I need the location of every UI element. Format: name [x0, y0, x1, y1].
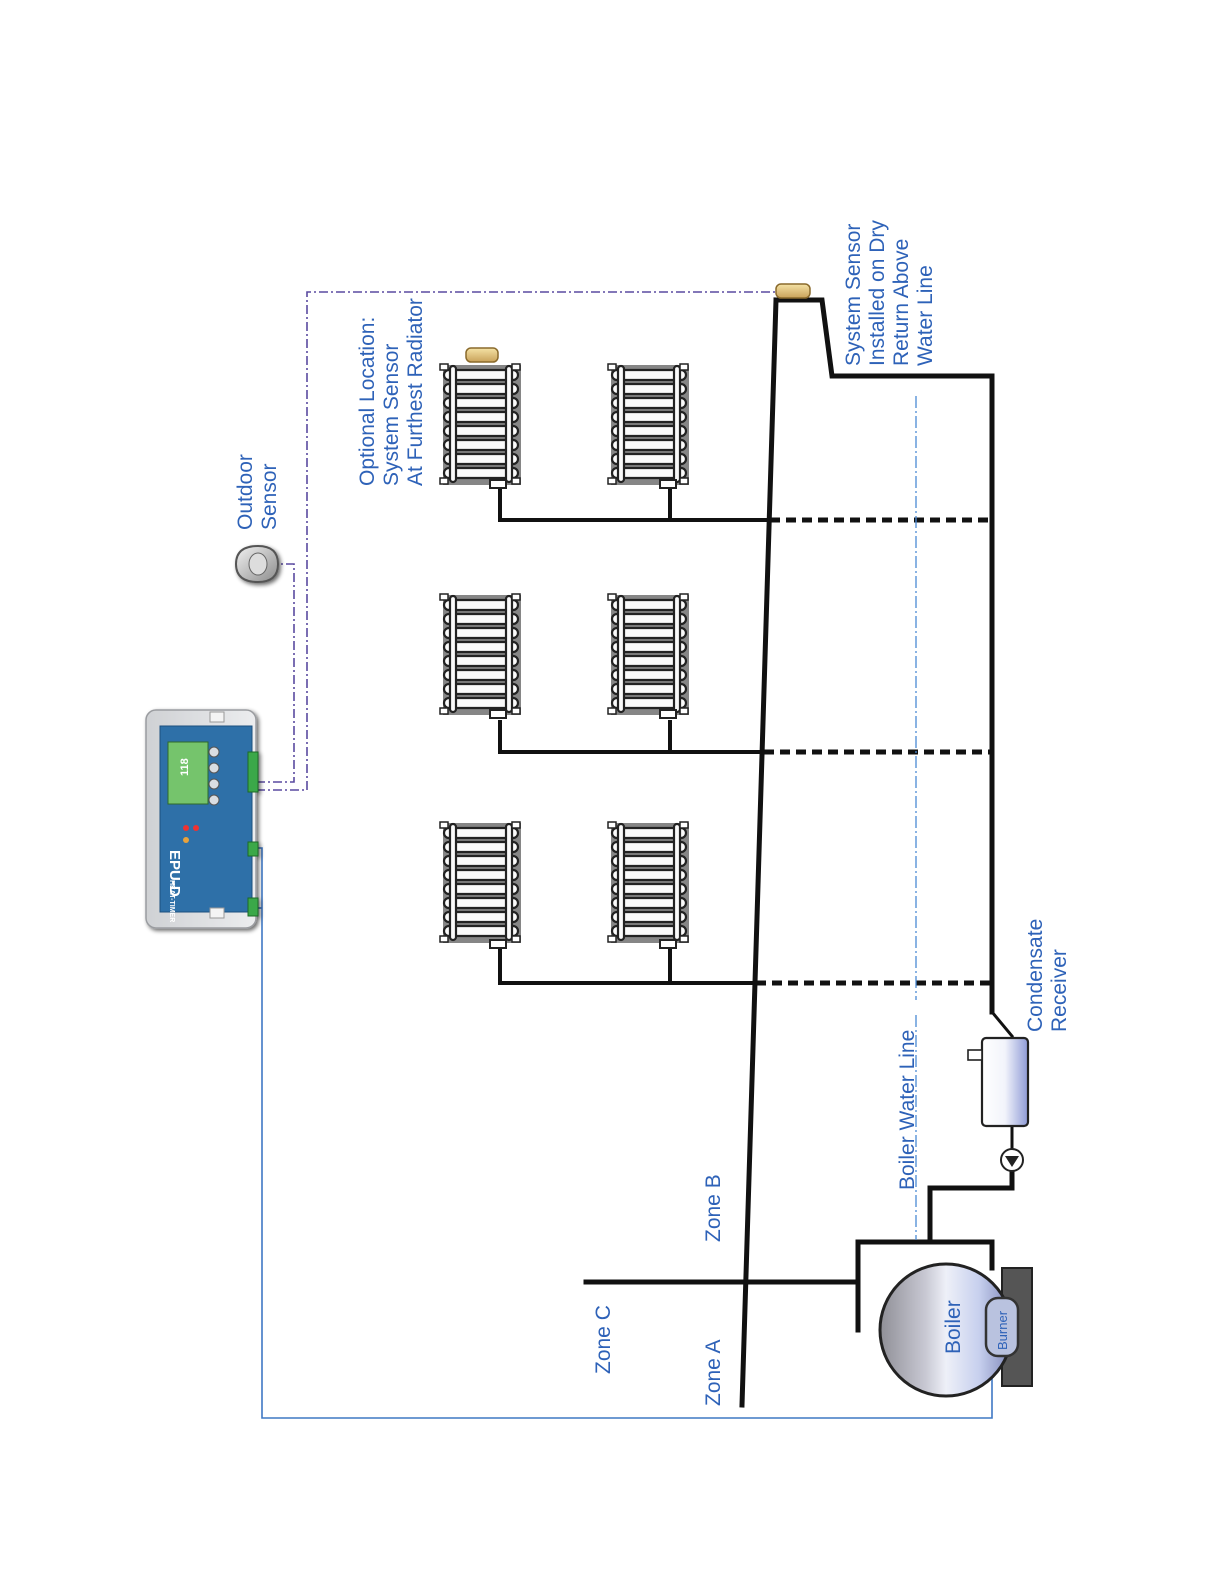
condensate-receiver-label: Condensate Receiver: [1024, 913, 1071, 1032]
controller-button-4[interactable]: [209, 795, 219, 805]
zone-b-label: Zone B: [702, 1174, 725, 1242]
controller-button-1[interactable]: [209, 747, 219, 757]
outdoor-sensor-icon: [236, 546, 278, 582]
controller-terminal-sensor: [248, 752, 258, 792]
outdoor-sensor-label: Outdoor Sensor: [234, 448, 281, 530]
radiator-top-left: [440, 364, 521, 485]
controller-display-value: 118: [179, 758, 191, 776]
radiator-bot-right: [608, 822, 689, 943]
controller-terminal-output: [248, 842, 258, 856]
system-sensor-label: System Sensor Installed on Dry Return Ab…: [842, 214, 937, 366]
system-sensor-icon: [776, 284, 810, 298]
controller-button-3[interactable]: [209, 779, 219, 789]
condensate-return-pipe: [992, 1012, 1012, 1036]
dry-return-dashed: [756, 520, 992, 983]
radiator-mid-right: [608, 594, 689, 715]
controller-brand: HEAT-TIMER: [168, 880, 175, 922]
optional-radiator-sensor-icon: [466, 348, 498, 362]
optional-location-label: Optional Location: System Sensor At Furt…: [356, 298, 427, 486]
controller-button-2[interactable]: [209, 763, 219, 773]
condensate-pump: [1001, 1149, 1023, 1171]
boiler-water-line-label: Boiler Water Line: [896, 1030, 919, 1190]
epu-d-controller: 118 EPU-D HEAT-TIMER: [146, 710, 258, 928]
radiator-top-right: [608, 364, 689, 485]
zone-a-label: Zone A: [702, 1339, 725, 1406]
supply-main: [742, 300, 992, 1405]
burner-label: Burner: [995, 1310, 1010, 1350]
radiator-mid-left: [440, 594, 521, 715]
controller-terminal-power: [248, 898, 258, 916]
boiler-label: Boiler: [942, 1300, 965, 1354]
condensate-receiver: [968, 1038, 1028, 1126]
zone-c-label: Zone C: [592, 1305, 615, 1374]
radiator-bot-left: [440, 822, 521, 943]
